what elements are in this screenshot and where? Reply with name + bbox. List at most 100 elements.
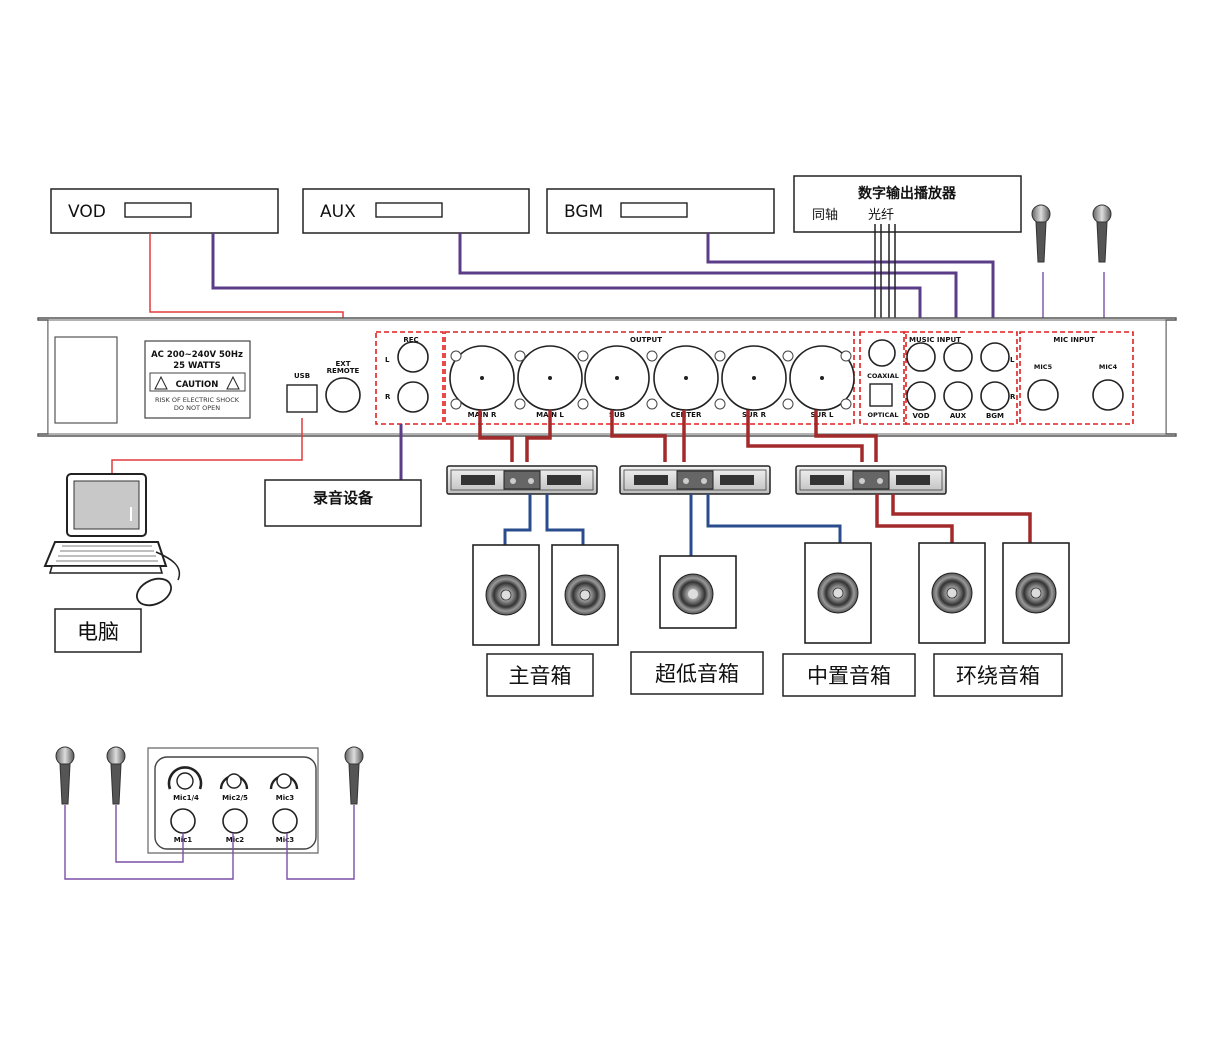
coaxial-cn-label: 同轴 xyxy=(812,208,838,223)
mic3-knob xyxy=(269,773,299,790)
power-watts: 25 WATTS xyxy=(173,361,221,371)
output-jack xyxy=(653,345,719,411)
optical-label: OPTICAL xyxy=(867,411,898,419)
speaker-sur-r xyxy=(918,542,986,644)
main-speaker-label: 主音箱 xyxy=(509,664,572,688)
mic3-jack xyxy=(272,808,298,834)
mic2-jack xyxy=(222,808,248,834)
mic1-4-knob xyxy=(167,766,203,790)
digital-input-section xyxy=(859,331,907,425)
aux-label: AUX xyxy=(320,202,356,222)
music-aux-l-jack xyxy=(943,342,973,372)
mic-input-jack-label: MIC4 xyxy=(1099,363,1118,371)
knob-label: Mic1/4 xyxy=(173,794,199,802)
output-jack-label: CENTER xyxy=(671,411,702,419)
mic-4-icon xyxy=(1092,204,1112,263)
output-label: OUTPUT xyxy=(630,336,662,344)
speaker-sub xyxy=(659,555,737,629)
speaker-sur-l xyxy=(1002,542,1070,644)
computer-label-box: 电脑 xyxy=(54,608,142,653)
risk-line-1: RISK OF ELECTRIC SHOCK xyxy=(155,396,240,404)
amplifier-main xyxy=(446,465,598,495)
speaker-wires xyxy=(503,494,1032,556)
mic-3-icon xyxy=(344,746,364,805)
mic-input-section xyxy=(1019,331,1134,425)
bgm-label: BGM xyxy=(564,202,603,222)
speaker-main-l xyxy=(551,544,619,646)
mic2-5-knob xyxy=(219,773,249,790)
music-vod-l-jack xyxy=(906,342,936,372)
music-bgm-r-jack xyxy=(980,381,1010,411)
rear-panel: AC 200~240V 50Hz 25 WATTS CAUTION RISK O… xyxy=(37,317,1177,437)
mic-2-icon xyxy=(106,746,126,805)
risk-line-2: DO NOT OPEN xyxy=(174,404,220,412)
warning-icon xyxy=(154,375,168,390)
output-jack-label: SUR R xyxy=(742,411,767,419)
speaker-main-r xyxy=(472,544,540,646)
laptop-icon xyxy=(43,473,168,574)
surround-speaker-label: 环绕音箱 xyxy=(956,664,1040,688)
rec-r-label: R xyxy=(385,393,391,401)
ext-remote-jack xyxy=(325,377,361,413)
output-jack-label: MAIN R xyxy=(468,411,497,419)
rec-label: REC xyxy=(403,336,418,344)
amplifier-surround xyxy=(795,465,947,495)
vod-device: VOD xyxy=(50,188,279,234)
output-jack-label: SUR L xyxy=(810,411,834,419)
sub-speaker-label: 超低音箱 xyxy=(655,662,739,686)
center-speaker-label: 中置音箱 xyxy=(807,664,891,688)
warning-icon xyxy=(226,375,240,390)
music-input-label: MUSIC INPUT xyxy=(909,336,961,344)
rec-section xyxy=(375,331,444,425)
label-center-speaker: 中置音箱 xyxy=(782,653,916,697)
front-mic-wires xyxy=(64,805,355,880)
bgm-device: BGM xyxy=(546,188,775,234)
optical-port xyxy=(869,383,893,407)
label-surround-speakers: 环绕音箱 xyxy=(933,653,1063,697)
front-jack-label: Mic2 xyxy=(226,836,245,844)
front-jack-label: Mic3 xyxy=(276,836,295,844)
mic1-jack xyxy=(170,808,196,834)
usb-port xyxy=(286,384,318,413)
mic4-jack xyxy=(1092,379,1124,411)
recorder-label: 录音设备 xyxy=(313,489,374,507)
output-jack-label: SUB xyxy=(609,411,625,419)
output-section xyxy=(444,331,855,425)
caution-label: CAUTION xyxy=(176,380,219,390)
output-jack xyxy=(584,345,650,411)
front-panel: Mic1/4 Mic2/5 Mic3 Mic1 Mic2 Mic3 xyxy=(147,747,319,854)
mic-input-label: MIC INPUT xyxy=(1053,336,1094,344)
knob-label: Mic2/5 xyxy=(222,794,248,802)
label-main-speakers: 主音箱 xyxy=(486,653,594,697)
label-sub-speaker: 超低音箱 xyxy=(630,651,764,695)
music-input-jack-label: VOD xyxy=(912,412,929,420)
knob-label: Mic3 xyxy=(276,794,295,802)
coaxial-label: COAXIAL xyxy=(867,372,899,380)
digital-player-device: 数字输出播放器 同轴 光纤 xyxy=(793,175,1022,233)
mic-input-jack-label: MIC5 xyxy=(1034,363,1053,371)
mouse-icon xyxy=(136,551,181,607)
music-l-label: L xyxy=(1010,356,1015,364)
rec-l-jack xyxy=(397,341,429,373)
digital-player-title: 数字输出播放器 xyxy=(858,185,957,202)
mic-1-icon xyxy=(55,746,75,805)
coaxial-jack xyxy=(868,339,896,367)
power-spec: AC 200~240V 50Hz xyxy=(151,350,243,360)
music-r-label: R xyxy=(1010,393,1016,401)
mic-5-icon xyxy=(1031,204,1051,263)
mic5-jack xyxy=(1027,379,1059,411)
computer-label: 电脑 xyxy=(77,620,119,644)
music-input-jack-label: BGM xyxy=(986,412,1004,420)
amplifier-sub-center xyxy=(619,465,771,495)
rec-r-jack xyxy=(397,381,429,413)
recorder-device: 录音设备 xyxy=(264,479,422,527)
output-jack xyxy=(721,345,787,411)
remote-label: REMOTE xyxy=(327,367,360,375)
usb-label: USB xyxy=(294,372,310,380)
aux-device: AUX xyxy=(302,188,530,234)
music-bgm-l-jack xyxy=(980,342,1010,372)
output-jack xyxy=(517,345,583,411)
music-input-jack-label: AUX xyxy=(950,412,967,420)
